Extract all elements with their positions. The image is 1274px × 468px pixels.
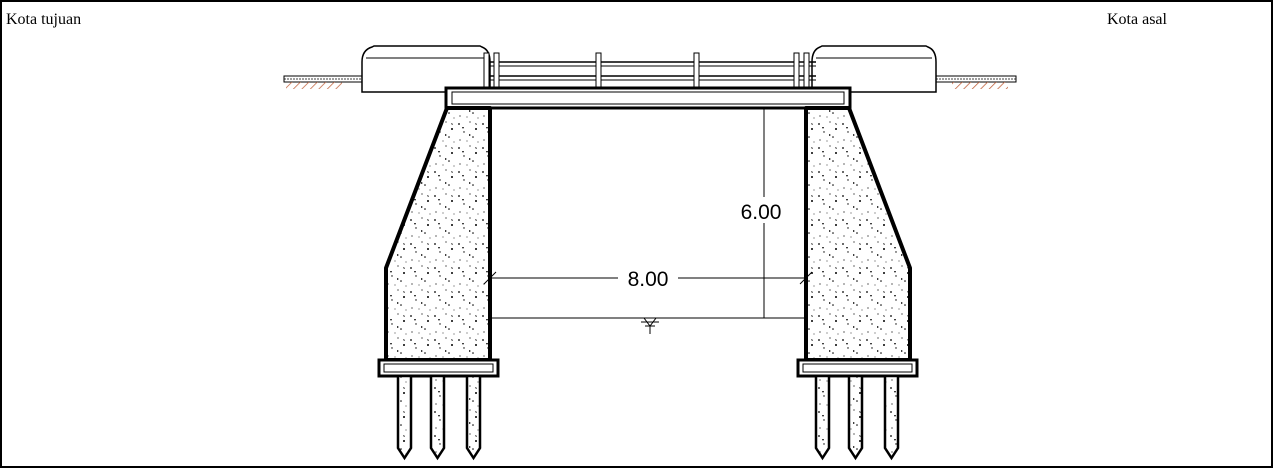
left-approach-slab (361, 45, 491, 93)
left-road-approach (283, 75, 367, 89)
height-dimension-label: 6.00 (741, 201, 782, 224)
right-pile-cap (796, 358, 919, 378)
deck-slab (444, 86, 852, 110)
right-road-approach (929, 75, 1017, 89)
origin-city-label: Kota asal (1107, 11, 1168, 28)
destination-city-label: Kota tujuan (6, 11, 81, 28)
bridge-railing (483, 52, 816, 90)
left-abutment (384, 106, 492, 362)
water-level-icon (641, 317, 659, 334)
right-abutment (804, 106, 912, 362)
left-piles (396, 374, 482, 461)
right-approach-slab (811, 45, 937, 93)
right-piles (814, 374, 900, 461)
span-dimension-label: 8.00 (628, 268, 669, 291)
left-pile-cap (377, 358, 500, 378)
